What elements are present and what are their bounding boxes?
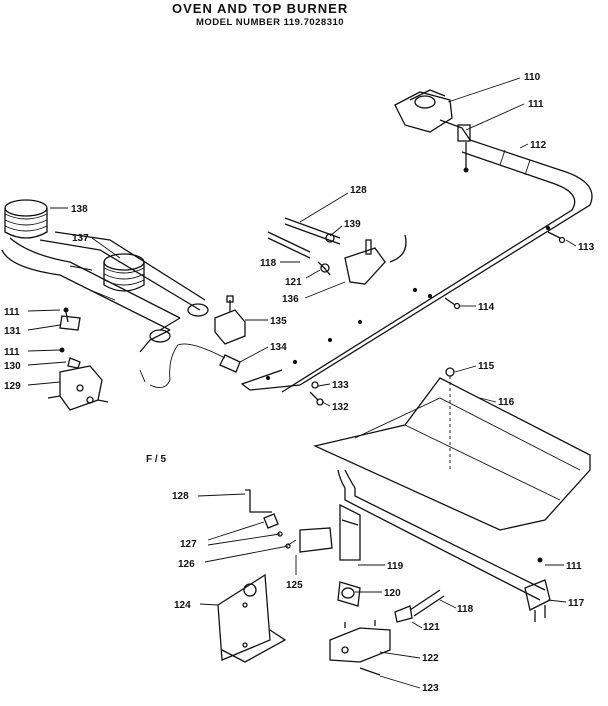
oven-igniter — [287, 503, 361, 607]
oven-burner-tube — [337, 469, 551, 622]
thermostat-bulb — [139, 343, 241, 389]
callout-138: 138 — [71, 204, 88, 215]
callout-115: 115 — [478, 361, 495, 372]
callout-122: 122 — [422, 653, 439, 664]
callout-111: 111 — [4, 347, 20, 358]
callout-120: 120 — [384, 588, 401, 599]
manifold-tube — [240, 139, 593, 393]
callout-111: 111 — [4, 307, 20, 318]
pressure-regulator — [394, 89, 471, 173]
callout-116: 116 — [498, 397, 515, 408]
callout-132: 132 — [332, 402, 349, 413]
callout-128: 128 — [172, 491, 189, 502]
callout-123: 123 — [422, 683, 439, 694]
callout-124: 124 — [174, 600, 191, 611]
leader-lines — [27, 77, 577, 689]
callout-135: 135 — [270, 316, 287, 327]
burner-bracket — [47, 307, 109, 411]
callout-111: 111 — [528, 99, 544, 110]
callout-121: 121 — [423, 622, 440, 633]
mounting-plate — [217, 573, 287, 663]
callout-114: 114 — [478, 302, 495, 313]
callout-118: 118 — [457, 604, 474, 615]
callout-128: 128 — [350, 185, 367, 196]
callout-136: 136 — [282, 294, 299, 305]
burner-shield — [312, 367, 591, 531]
callout-130: 130 — [4, 361, 21, 372]
callout-118: 118 — [260, 258, 277, 269]
callout-127: 127 — [180, 539, 197, 550]
callout-131: 131 — [4, 326, 21, 337]
callout-139: 139 — [344, 219, 361, 230]
valve-assembly — [267, 217, 407, 285]
top-burner-138 — [4, 199, 48, 239]
control-shaft — [245, 489, 291, 549]
callout-119: 119 — [387, 561, 404, 572]
callout-121: 121 — [285, 277, 302, 288]
callout-113: 113 — [578, 242, 595, 253]
oven-valve-block — [329, 620, 391, 676]
page-title: OVEN AND TOP BURNER — [172, 1, 349, 16]
figure-mark: F / 5 — [146, 454, 166, 465]
callout-125: 125 — [286, 580, 303, 591]
burner-tubes — [1, 231, 209, 353]
gas-connector — [394, 589, 445, 623]
callout-133: 133 — [332, 380, 349, 391]
callout-126: 126 — [178, 559, 195, 570]
callout-110: 110 — [524, 72, 541, 83]
callout-129: 129 — [4, 381, 21, 392]
oven-valve — [214, 295, 246, 345]
callout-134: 134 — [270, 342, 287, 353]
callout-labels: 110 111 112 113 114 115 116 117 111 118 … — [4, 72, 595, 694]
callout-137: 137 — [72, 233, 89, 244]
callout-112: 112 — [530, 140, 547, 151]
callout-111: 111 — [566, 561, 582, 572]
model-number: MODEL NUMBER 119.7028310 — [196, 17, 345, 28]
callout-117: 117 — [568, 598, 585, 609]
